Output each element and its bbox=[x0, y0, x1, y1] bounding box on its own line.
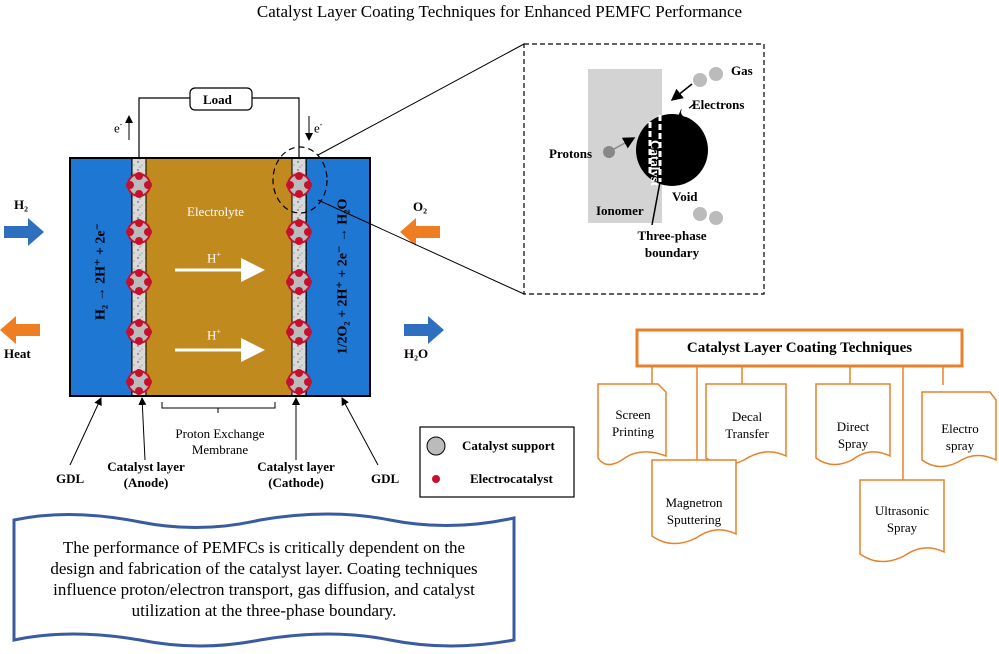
summary-scroll bbox=[12, 512, 516, 648]
cathode-reaction: 1/2O₂ + 2H⁺ + 2e⁻ → H₂O bbox=[335, 198, 351, 355]
inset-ionomer-label: Ionomer bbox=[596, 203, 644, 218]
proton-dot bbox=[603, 146, 615, 158]
h2-in-label: H₂ bbox=[14, 197, 29, 212]
proton-label-1: H+ bbox=[207, 250, 221, 266]
tech-shape-electro bbox=[921, 391, 997, 468]
electron-label-left: e- bbox=[114, 120, 123, 136]
void-molecule bbox=[693, 207, 707, 221]
legend-support-swatch bbox=[426, 436, 446, 456]
gdl-right-label: GDL bbox=[371, 471, 400, 486]
electrolyte-region bbox=[145, 157, 293, 397]
tech-shape-screen bbox=[597, 383, 667, 466]
gas-arrow bbox=[670, 83, 693, 101]
techniques-header-box bbox=[635, 328, 964, 368]
o2-in-arrow bbox=[400, 218, 440, 246]
cathode-catalyst-label: Catalyst layer(Cathode) bbox=[257, 459, 335, 490]
anode-catalyst-particles bbox=[126, 172, 152, 395]
anode-catalyst-label: Catalyst layer(Anode) bbox=[107, 459, 185, 490]
inset-electrons-label: Electrons bbox=[692, 97, 745, 112]
inset-protons-label: Protons bbox=[549, 146, 593, 161]
membrane-brace bbox=[161, 402, 276, 413]
tech-shape-magnetron bbox=[651, 459, 737, 545]
legend-electrocatalyst-label: Electrocatalyst bbox=[470, 471, 553, 486]
inset-gas-label: Gas bbox=[731, 63, 753, 78]
inset-void-label: Void bbox=[672, 189, 698, 204]
proton-label-2: H+ bbox=[207, 327, 221, 343]
gdl-left-label: GDL bbox=[56, 471, 85, 486]
h2o-out-arrow bbox=[404, 316, 444, 344]
legend-box bbox=[419, 426, 575, 498]
figure-title: Catalyst Layer Coating Techniques for En… bbox=[256, 2, 743, 21]
cell-outline bbox=[69, 157, 371, 397]
load-box bbox=[189, 87, 253, 111]
electrolyte-label: Electrolyte bbox=[187, 204, 245, 219]
o2-in-label: O₂ bbox=[413, 199, 428, 214]
h2-in-arrow bbox=[4, 218, 44, 246]
h2o-out-label: H₂O bbox=[404, 346, 429, 361]
zoom-ellipse bbox=[272, 146, 328, 214]
catalyst-particle bbox=[636, 114, 708, 186]
gas-molecule bbox=[693, 73, 707, 87]
tech-shapes bbox=[597, 383, 997, 563]
electron-label-right: e- bbox=[314, 120, 323, 136]
legend-electrocatalyst-swatch bbox=[432, 475, 440, 483]
tech-shape-ultrasonic bbox=[859, 479, 945, 563]
tpb-pointer bbox=[651, 181, 661, 226]
external-circuit bbox=[138, 97, 190, 158]
heat-out-arrow bbox=[0, 316, 40, 344]
anode-reaction: H₂ → 2H⁺ + 2e⁻ bbox=[93, 223, 109, 320]
summary-text: The performance of PEMFCs is critically … bbox=[50, 538, 478, 620]
inset-catalyst-label: Catalyst bbox=[648, 140, 663, 187]
tech-connectors bbox=[651, 366, 944, 480]
cathode-catalyst-particles bbox=[286, 172, 312, 395]
tech-shape-direct bbox=[815, 383, 891, 466]
legend-support-label: Catalyst support bbox=[462, 438, 555, 453]
techniques-header: Catalyst Layer Coating Techniques bbox=[686, 340, 913, 356]
heat-label: Heat bbox=[4, 346, 31, 361]
load-label: Load bbox=[203, 92, 232, 107]
